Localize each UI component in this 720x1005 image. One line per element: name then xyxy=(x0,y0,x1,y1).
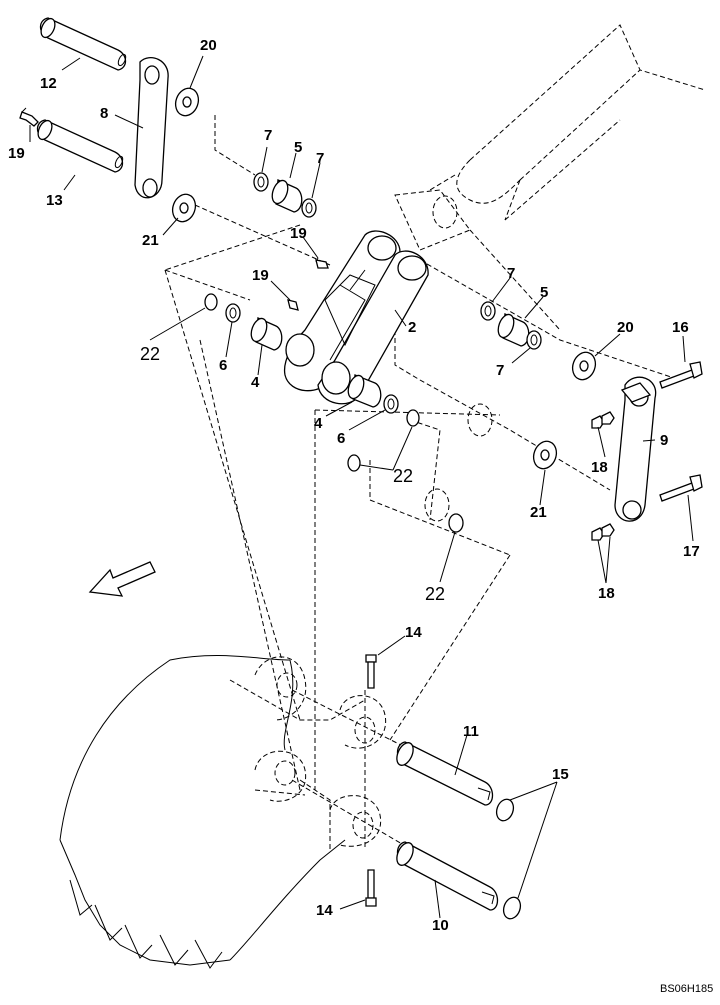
label-16: 16 xyxy=(672,319,689,336)
label-13: 13 xyxy=(46,192,63,209)
part-labels: 12 8 19 13 20 21 7 5 7 19 19 2 22 6 4 4 … xyxy=(8,37,700,934)
label-9: 9 xyxy=(660,432,668,449)
ring-15-lower xyxy=(502,896,522,920)
shim-22-left xyxy=(204,293,218,311)
arm-outline xyxy=(394,24,706,331)
shim-22-lower xyxy=(448,513,464,533)
label-7-d: 7 xyxy=(496,362,504,379)
label-18-upper: 18 xyxy=(591,459,608,476)
seal-6-lower xyxy=(383,394,399,414)
grease-fitting-19-left xyxy=(19,107,39,127)
link-8 xyxy=(134,57,169,199)
label-10: 10 xyxy=(432,917,449,934)
label-21-left: 21 xyxy=(142,232,159,249)
direction-arrow xyxy=(88,561,156,597)
label-14-lower: 14 xyxy=(316,902,333,919)
seal-7-upper-right xyxy=(301,198,317,218)
bushing-4-lower xyxy=(347,374,382,408)
grease-fitting-19-top xyxy=(315,257,329,269)
seal-7-right-upper xyxy=(480,301,496,321)
label-21-right: 21 xyxy=(530,504,547,521)
bolt-14-lower xyxy=(365,869,377,907)
label-22-lower: 22 xyxy=(425,584,445,604)
label-8: 8 xyxy=(100,105,108,122)
label-4-lower: 4 xyxy=(314,415,323,432)
label-19-left: 19 xyxy=(8,145,25,162)
bolt-17 xyxy=(659,474,703,502)
link-2 xyxy=(283,230,429,405)
nuts-18-lower xyxy=(591,523,615,541)
link-9 xyxy=(614,376,657,522)
label-7-a: 7 xyxy=(264,127,272,144)
assembly-guide-lines xyxy=(164,115,681,896)
label-20-left: 20 xyxy=(200,37,217,54)
bushing-4-left xyxy=(250,317,283,351)
shim-22-center xyxy=(347,409,420,472)
label-14-upper: 14 xyxy=(405,624,422,641)
pin-10 xyxy=(396,841,499,911)
shim-20-right xyxy=(571,351,597,381)
pin-11 xyxy=(396,741,494,806)
label-20-right: 20 xyxy=(617,319,634,336)
seal-7-upper-left xyxy=(253,172,269,192)
seal-7-right-lower xyxy=(526,330,542,350)
grease-fitting-19-mid xyxy=(287,299,299,311)
ring-15-upper xyxy=(495,798,515,822)
label-17: 17 xyxy=(683,543,700,560)
bucket xyxy=(59,655,387,969)
label-15: 15 xyxy=(552,766,569,783)
label-19-top: 19 xyxy=(290,225,307,242)
label-19-mid: 19 xyxy=(252,267,269,284)
label-7-b: 7 xyxy=(316,150,324,167)
shim-21-right xyxy=(532,440,558,470)
label-5-right: 5 xyxy=(540,284,548,301)
figure-code: BS06H185 xyxy=(660,983,713,995)
label-4-left: 4 xyxy=(251,374,260,391)
bolt-16 xyxy=(659,361,703,389)
bushing-5-upper xyxy=(271,179,303,213)
label-22-left: 22 xyxy=(140,344,160,364)
label-11: 11 xyxy=(463,723,479,740)
bushing-5-right xyxy=(497,313,530,347)
label-2: 2 xyxy=(408,319,416,336)
shim-21-left xyxy=(171,193,197,223)
shim-20-left xyxy=(174,87,200,117)
label-6-left: 6 xyxy=(219,357,227,374)
label-6-lower: 6 xyxy=(337,430,345,447)
label-18-lower: 18 xyxy=(598,585,615,602)
label-7-c: 7 xyxy=(507,265,515,282)
bolt-14-upper xyxy=(365,654,377,689)
seal-6-left xyxy=(225,303,241,323)
leader-lines xyxy=(29,55,694,919)
pin-13 xyxy=(36,119,124,173)
pin-12 xyxy=(39,17,127,71)
label-22-center: 22 xyxy=(393,466,413,486)
label-5-upper: 5 xyxy=(294,139,302,156)
label-12: 12 xyxy=(40,75,57,92)
nuts-18-upper xyxy=(591,411,615,429)
